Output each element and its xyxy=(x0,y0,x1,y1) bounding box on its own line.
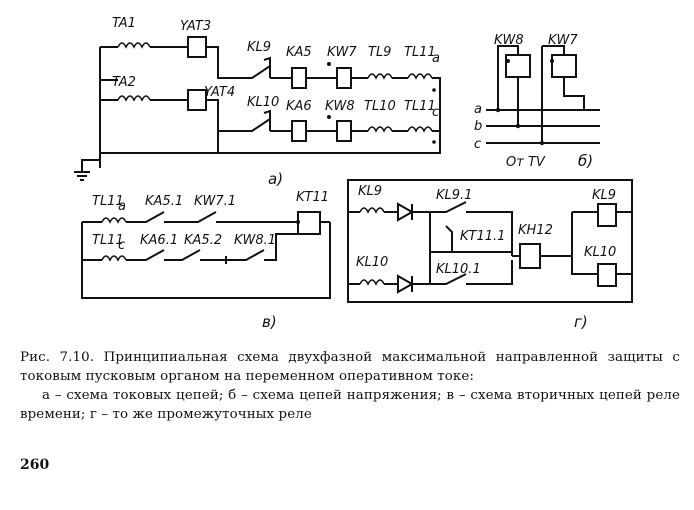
page-number: 260 xyxy=(20,457,50,473)
label-g-1: KL9.1 xyxy=(436,188,472,203)
label-a-0: TA1 xyxy=(112,16,136,31)
label-v-7: KA6.1 xyxy=(140,233,178,248)
label-a-4: KW7 xyxy=(327,45,357,60)
label-b-0: KW8 xyxy=(494,33,524,48)
panel-g-schematic xyxy=(347,179,633,303)
label-b-4: c xyxy=(474,137,481,152)
panel-g-label: г) xyxy=(574,313,588,331)
label-a-7: а xyxy=(432,51,440,66)
label-a-13: TL10 xyxy=(364,99,396,114)
caption-text: Принципиальная схема двухфазной максимал… xyxy=(20,350,681,384)
label-g-5: KL10 xyxy=(356,255,388,270)
label-a-3: KA5 xyxy=(286,45,312,60)
panel-v-label: в) xyxy=(262,313,277,331)
label-b-5: От TV xyxy=(506,155,546,170)
panel-b-schematic xyxy=(486,45,600,146)
label-a-5: TL9 xyxy=(368,45,391,60)
panel-b-label: б) xyxy=(578,152,593,170)
label-v-0: TL11 xyxy=(92,194,124,209)
label-a-2: KL9 xyxy=(247,40,271,55)
circuit-figure: TA1 YAT3 KL9 KA5 KW7 TL9 TL11 а TA2 YAT4… xyxy=(74,16,633,331)
label-b-1: KW7 xyxy=(548,33,578,48)
panel-a-label: а) xyxy=(268,170,283,188)
label-g-6: KL10.1 xyxy=(436,262,481,277)
label-v-5: TL11 xyxy=(92,233,124,248)
label-v-9: KW8.1 xyxy=(234,233,276,248)
label-v-6: с xyxy=(118,238,125,253)
label-v-2: KA5.1 xyxy=(145,194,183,209)
label-a-12: KW8 xyxy=(325,99,355,114)
caption-lead: Рис. 7.10. xyxy=(20,350,95,365)
label-g-2: KL9 xyxy=(592,188,616,203)
label-g-7: KL10 xyxy=(584,245,616,260)
label-b-3: b xyxy=(474,119,482,134)
label-v-4: KT11 xyxy=(296,190,329,205)
label-a-1: YAT3 xyxy=(180,19,211,34)
figure-caption: Рис. 7.10. Принципиальная схема двухфазн… xyxy=(20,348,680,424)
label-g-4: KH12 xyxy=(518,223,553,238)
label-a-14: TL11 xyxy=(404,99,436,114)
label-v-8: KA5.2 xyxy=(184,233,222,248)
label-g-3: KT11.1 xyxy=(460,229,505,244)
label-g-0: KL9 xyxy=(358,184,382,199)
label-a-8: TA2 xyxy=(112,75,136,90)
panel-a-schematic xyxy=(74,36,441,181)
label-v-1: а xyxy=(118,199,126,214)
caption-legend: а – схема токовых цепей; б – схема цепей… xyxy=(20,388,680,422)
label-a-11: KA6 xyxy=(286,99,312,114)
label-b-2: a xyxy=(474,102,482,117)
label-v-3: KW7.1 xyxy=(194,194,236,209)
label-a-9: YAT4 xyxy=(204,85,235,100)
label-a-6: TL11 xyxy=(404,45,436,60)
label-a-15: c xyxy=(432,105,439,120)
panel-v-schematic xyxy=(81,211,331,299)
label-a-10: KL10 xyxy=(247,95,279,110)
